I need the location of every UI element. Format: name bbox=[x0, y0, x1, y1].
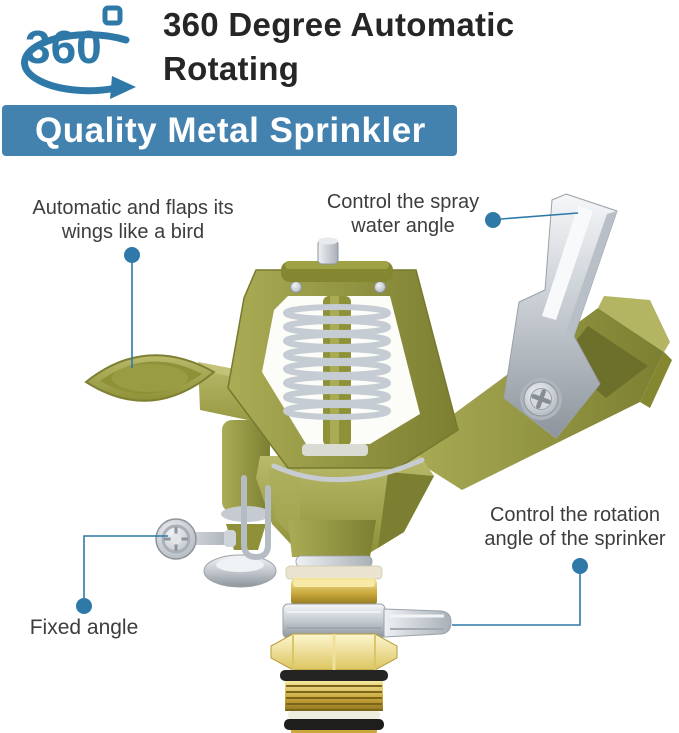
leader-line-fixed bbox=[83, 535, 168, 598]
callout-flap-line2: wings like a bird bbox=[61, 221, 205, 243]
logo-360-icon: 360 bbox=[21, 5, 136, 99]
leader-line-spray bbox=[500, 212, 579, 220]
washer-bottom bbox=[288, 711, 380, 719]
frame-screw-right bbox=[374, 281, 386, 293]
callout-dot-spray bbox=[485, 212, 501, 228]
callout-leaders bbox=[83, 212, 581, 626]
callout-spray-line2: water angle bbox=[351, 215, 455, 237]
bail-wire bbox=[241, 475, 271, 561]
bottom-connector bbox=[270, 555, 452, 733]
spring bbox=[283, 304, 391, 420]
frame-screw-left bbox=[290, 281, 302, 293]
brass-collar bbox=[291, 578, 377, 606]
callout-flap-line1: Automatic and flaps its bbox=[32, 197, 234, 219]
spoon-paddle bbox=[84, 354, 216, 402]
threaded-connector bbox=[285, 681, 383, 711]
quality-banner: Quality Metal Sprinkler bbox=[2, 105, 457, 156]
hex-nut bbox=[270, 633, 398, 671]
callout-spray-line1: Control the spray bbox=[326, 191, 480, 213]
callout-fixed: Fixed angle bbox=[24, 616, 144, 640]
brand-logo: 360 bbox=[21, 5, 136, 99]
page-title: 360 Degree Automatic Rotating bbox=[163, 3, 514, 91]
stem bbox=[288, 520, 376, 557]
spray-deflector bbox=[503, 193, 618, 439]
c-clip bbox=[295, 555, 373, 568]
callout-flap: Automatic and flaps its wings like a bir… bbox=[23, 196, 243, 244]
rotation-collar bbox=[282, 603, 452, 639]
callout-dot-fixed bbox=[76, 598, 92, 614]
deflector-screw bbox=[520, 378, 562, 420]
o-ring-top bbox=[280, 670, 388, 681]
callout-dots bbox=[76, 212, 588, 614]
logo-360-text: 360 bbox=[25, 21, 102, 73]
leader-line-rotation bbox=[452, 574, 581, 626]
top-pin bbox=[281, 237, 393, 282]
callout-rotation-line2: angle of the sprinker bbox=[484, 528, 666, 550]
o-ring-bottom bbox=[284, 719, 384, 730]
fixed-angle-knob bbox=[155, 475, 277, 588]
frame bbox=[227, 269, 459, 483]
banner-label: Quality Metal Sprinkler bbox=[35, 110, 426, 150]
title-line-2: Rotating bbox=[163, 50, 300, 87]
title-line-1: 360 Degree Automatic bbox=[163, 6, 515, 43]
rotation-lever bbox=[383, 608, 452, 638]
callout-dot-flap bbox=[124, 247, 140, 263]
callout-dot-rotation bbox=[572, 558, 588, 574]
callout-fixed-line1: Fixed angle bbox=[29, 616, 139, 639]
logo-degree-icon bbox=[102, 5, 123, 26]
trip-wire bbox=[271, 457, 425, 483]
callout-rotation: Control the rotation angle of the sprink… bbox=[471, 503, 679, 551]
callout-spray: Control the spray water angle bbox=[293, 190, 513, 238]
callout-rotation-line1: Control the rotation bbox=[489, 504, 661, 526]
washer bbox=[285, 565, 383, 580]
lower-body bbox=[256, 456, 434, 557]
phillips-screw-icon bbox=[531, 389, 551, 409]
